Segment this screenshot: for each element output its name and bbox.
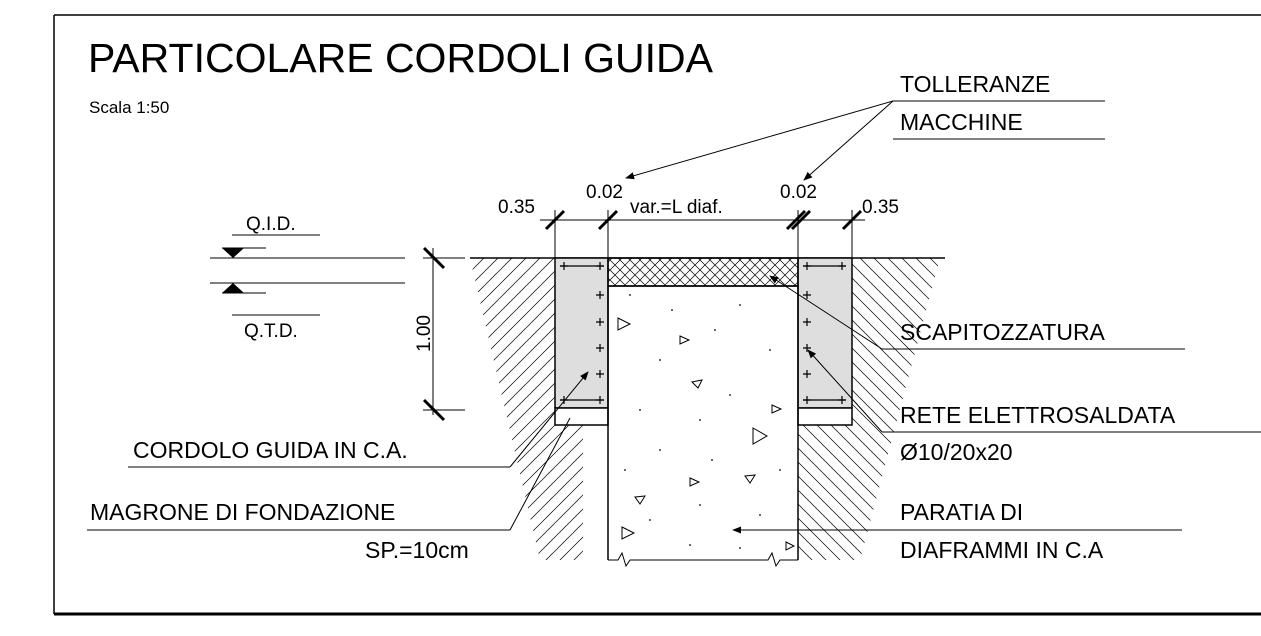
drawing-title: PARTICOLARE CORDOLI GUIDA (88, 35, 714, 81)
width-dimension-chain (540, 209, 865, 258)
tolleranze-leader-right (803, 100, 894, 181)
magrone-label-line1: MAGRONE DI FONDAZIONE (90, 499, 395, 525)
scapitozzatura-leader (769, 275, 883, 350)
height-dimension-label: 1.00 (414, 315, 435, 352)
diaphragm-wall (607, 285, 799, 568)
scapitozzatura-zone (607, 257, 799, 287)
dim-right-tolerance: 0.02 (780, 182, 817, 203)
magrone-leader (509, 417, 571, 531)
right-guide-curb (797, 257, 853, 409)
drawing-scale: Scala 1:50 (89, 98, 169, 117)
level-qid-label: Q.I.D. (246, 214, 296, 235)
rete-label-line2: Ø10/20x20 (900, 439, 1013, 465)
ground-section (470, 257, 945, 560)
rebar-marks (560, 262, 846, 404)
rete-leader (807, 349, 883, 433)
level-qtd-label: Q.T.D. (244, 321, 298, 342)
dim-left-tolerance: 0.02 (586, 182, 623, 203)
rete-label-line1: RETE ELETTROSALDATA (900, 402, 1176, 428)
dim-center-width: var.=L diaf. (630, 197, 723, 218)
left-guide-curb (554, 257, 609, 409)
lean-concrete-left (554, 407, 609, 426)
level-markers (210, 234, 405, 316)
paratia-label-line1: PARATIA DI (900, 499, 1023, 525)
magrone-label-line2: SP.=10cm (365, 537, 469, 563)
tolleranze-leader-left (625, 100, 894, 180)
tolleranze-label-line1: TOLLERANZE (900, 71, 1050, 97)
cordolo-leader (509, 371, 589, 468)
paratia-label-line2: DIAFRAMMI IN C.A (900, 537, 1104, 563)
tolleranze-label-line2: MACCHINE (900, 109, 1023, 135)
lean-concrete-right (797, 407, 853, 426)
dim-left-width: 0.35 (498, 197, 535, 218)
height-dimension (422, 246, 465, 422)
cordolo-label: CORDOLO GUIDA IN C.A. (133, 437, 408, 463)
scapitozzatura-label: SCAPITOZZATURA (900, 319, 1106, 345)
dim-right-width: 0.35 (862, 197, 899, 218)
